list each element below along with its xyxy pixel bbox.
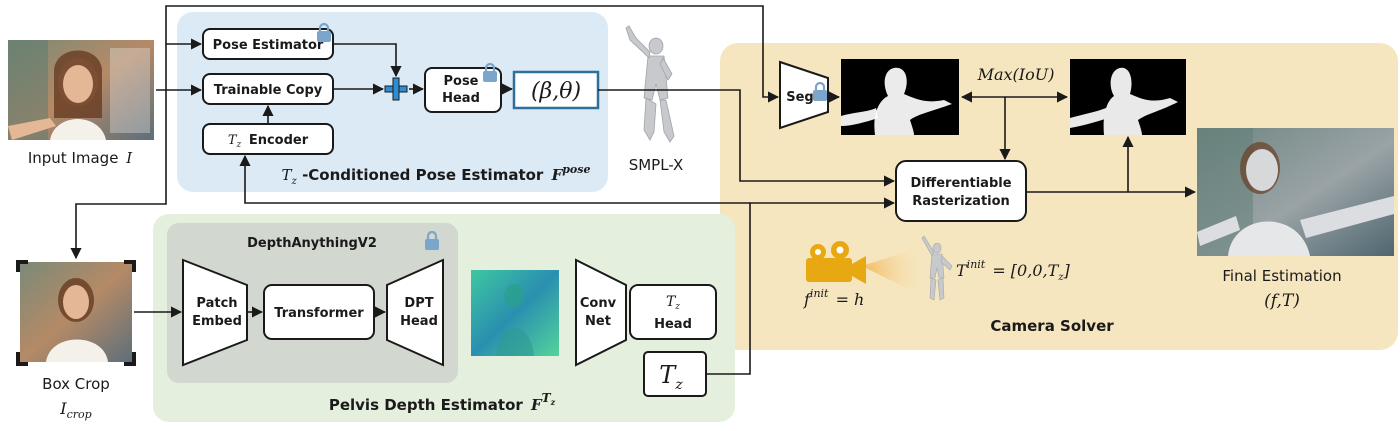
dpt-head-label-2: Head	[400, 314, 438, 329]
seg-label: Seg	[786, 90, 814, 105]
patch-embed-label-2: Embed	[192, 314, 242, 329]
tz-head-symbol: Tz	[666, 294, 680, 312]
trainable-copy-label: Trainable Copy	[214, 83, 323, 98]
plus-icon	[384, 77, 408, 101]
input-image	[8, 40, 154, 140]
box-crop-symbol: Icrop	[59, 399, 91, 421]
rasterization-label-2: Rasterization	[912, 194, 1010, 209]
input-image-label: Input Image I	[28, 149, 133, 167]
pose-estimator-label: Pose Estimator	[213, 38, 324, 53]
params-label: (β,θ)	[531, 79, 581, 104]
conv-net-block	[575, 258, 627, 367]
camera-icon	[806, 241, 866, 284]
rasterization-box	[895, 160, 1027, 222]
arrow-pose-to-plus	[333, 43, 402, 78]
dpt-head-block	[386, 258, 444, 367]
arrow-tz-to-raster	[706, 197, 896, 375]
tz-head-box	[629, 284, 717, 340]
arrow-params-to-raster	[598, 89, 896, 187]
seg-block	[779, 60, 829, 130]
transformer-label: Transformer	[274, 306, 364, 321]
smplx-label: SMPL-X	[629, 156, 684, 174]
box-crop-label: Box Crop	[42, 375, 110, 393]
tz-head-label: Head	[654, 317, 692, 332]
conv-net-label-1: Conv	[580, 296, 617, 311]
pose-head-label-2: Head	[442, 91, 480, 106]
arrow-image-to-seg	[165, 5, 780, 103]
patch-embed-block	[182, 258, 248, 367]
camera-solver-title: Camera Solver	[990, 317, 1114, 335]
f-init-label: finit = h	[803, 282, 864, 309]
depth-anything-label: DepthAnythingV2	[247, 236, 377, 251]
conv-net-label-2: Net	[585, 314, 611, 329]
arrow-tz-to-encoder	[239, 154, 750, 204]
dpt-head-label-1: DPT	[404, 296, 433, 311]
smplx-mesh	[625, 25, 675, 143]
pose-head-label-1: Pose	[443, 74, 478, 89]
patch-embed-label-1: Patch	[196, 296, 237, 311]
rasterization-label-1: Differentiable	[910, 176, 1011, 191]
tz-output-label: Tz	[659, 361, 683, 393]
pose-head-box	[424, 67, 502, 113]
arrow-image-to-crop	[70, 90, 167, 260]
init-human-mesh	[921, 235, 953, 301]
pose-panel-title: Tz -Conditioned Pose Estimator Fpose	[282, 163, 591, 188]
box-crop-image	[16, 260, 136, 366]
final-params-label: (f,T)	[1264, 291, 1300, 311]
final-estimation-label: Final Estimation	[1222, 267, 1341, 285]
rendered-mask	[1070, 59, 1186, 135]
t-init-label: Tinit = [0,0,Tz]	[956, 253, 1071, 283]
params-box	[512, 70, 600, 110]
max-iou-label: Max(IoU)	[977, 65, 1055, 84]
predicted-mask	[841, 59, 959, 135]
tz-encoder-label: Tz Encoder	[228, 133, 309, 151]
depth-panel-title: Pelvis Depth Estimator FTz	[329, 391, 556, 414]
depth-feature-map	[471, 270, 559, 356]
camera-beam	[862, 244, 930, 300]
final-estimation-image	[1197, 128, 1394, 256]
